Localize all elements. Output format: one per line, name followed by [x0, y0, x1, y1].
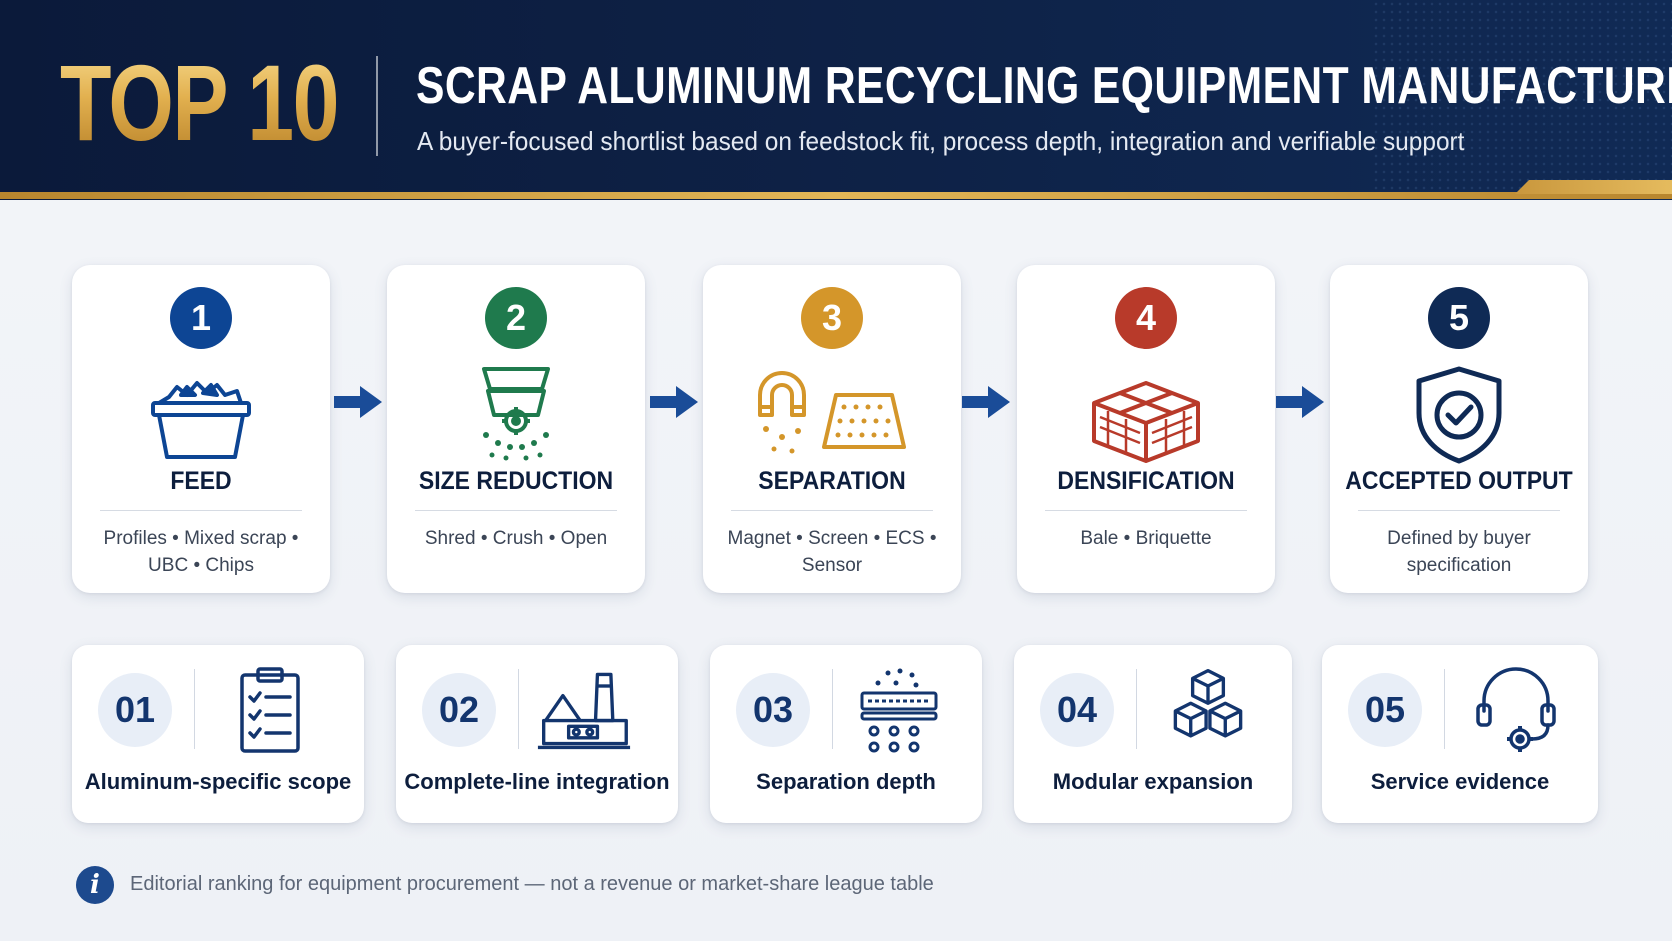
page-title: SCRAP ALUMINUM RECYCLING EQUIPMENT MANUF…	[416, 57, 1672, 115]
shield-check-icon	[1416, 366, 1502, 464]
step-description: Profiles • Mixed scrap • UBC • Chips	[103, 528, 299, 576]
criterion-number: 05	[1348, 673, 1422, 747]
process-step-densification: 4 DENSIFICATION Bale • Briquette	[1017, 265, 1275, 593]
step-description: Magnet • Screen • ECS • Sensor	[727, 528, 937, 576]
step-number-badge: 1	[170, 287, 232, 349]
criterion-card-separation-depth: 03 Separation depth	[710, 645, 982, 823]
step-divider	[731, 510, 933, 511]
info-icon: i	[76, 866, 114, 904]
criterion-label: Modular expansion	[1052, 769, 1254, 794]
arrow-right-icon	[334, 386, 382, 418]
criterion-card-service: 05 Service evidence	[1322, 645, 1598, 823]
step-number-badge: 2	[485, 287, 547, 349]
arrow-right-icon	[962, 386, 1010, 418]
shredder-icon	[482, 367, 550, 461]
headset-gear-icon	[1476, 667, 1556, 752]
bale-icon	[1092, 381, 1200, 463]
criterion-divider	[832, 669, 833, 749]
criterion-card-modular: 04 Modular expansion	[1014, 645, 1292, 823]
criterion-divider	[194, 669, 195, 749]
screening-icon	[860, 668, 938, 753]
criterion-card-integration: 02 Complete-line integration	[396, 645, 678, 823]
header-dot-pattern	[1372, 0, 1672, 190]
step-title: SEPARATION	[758, 467, 906, 495]
step-description: Shred • Crush • Open	[424, 528, 608, 549]
header-divider	[376, 56, 378, 156]
header-gold-accent	[1515, 180, 1672, 194]
process-step-separation: 3 SEPARATION Magnet • Screen • ECS • Sen…	[703, 265, 961, 593]
step-number-badge: 5	[1428, 287, 1490, 349]
criterion-number: 03	[736, 673, 810, 747]
modular-cubes-icon	[1173, 668, 1243, 738]
step-number-badge: 4	[1115, 287, 1177, 349]
clipboard-checklist-icon	[240, 667, 300, 753]
criterion-card-scope: 01 Aluminum-specific scope	[72, 645, 364, 823]
criterion-number: 04	[1040, 673, 1114, 747]
header-banner: TOP 10 SCRAP ALUMINUM RECYCLING EQUIPMEN…	[0, 0, 1672, 200]
process-step-accepted-output: 5 ACCEPTED OUTPUT Defined by buyer speci…	[1330, 265, 1588, 593]
magnet-screen-icon	[758, 371, 906, 454]
step-divider	[1045, 510, 1247, 511]
arrow-right-icon	[1276, 386, 1324, 418]
step-title: FEED	[170, 467, 232, 495]
top10-badge: TOP 10	[60, 42, 339, 163]
criterion-divider	[1136, 669, 1137, 749]
step-divider	[100, 510, 302, 511]
criterion-label: Separation depth	[756, 769, 936, 794]
process-step-feed: 1 FEED Profiles • Mixed scrap • UBC • Ch…	[72, 265, 330, 593]
step-title: DENSIFICATION	[1057, 467, 1235, 495]
arrow-right-icon	[650, 386, 698, 418]
step-description: Bale • Briquette	[1080, 528, 1212, 549]
criterion-number: 01	[98, 673, 172, 747]
process-step-size-reduction: 2 SIZE REDUCTION Shred • Crush • Open	[387, 265, 645, 593]
criterion-label: Complete-line integration	[404, 769, 670, 794]
criterion-divider	[1444, 669, 1445, 749]
page-subtitle: A buyer-focused shortlist based on feeds…	[417, 126, 1465, 156]
step-divider	[1358, 510, 1560, 511]
step-description: Defined by buyer specification	[1387, 528, 1531, 576]
footnote-text: Editorial ranking for equipment procurem…	[130, 873, 934, 895]
criterion-label: Aluminum-specific scope	[84, 769, 352, 794]
criterion-divider	[518, 669, 519, 749]
scrap-bin-icon	[151, 381, 251, 459]
criterion-number: 02	[422, 673, 496, 747]
criterion-label: Service evidence	[1370, 769, 1550, 794]
step-number-badge: 3	[801, 287, 863, 349]
step-title: ACCEPTED OUTPUT	[1345, 467, 1573, 495]
header-gold-line	[0, 192, 1672, 199]
step-divider	[415, 510, 617, 511]
factory-line-icon	[537, 672, 631, 750]
step-title: SIZE REDUCTION	[418, 467, 614, 495]
